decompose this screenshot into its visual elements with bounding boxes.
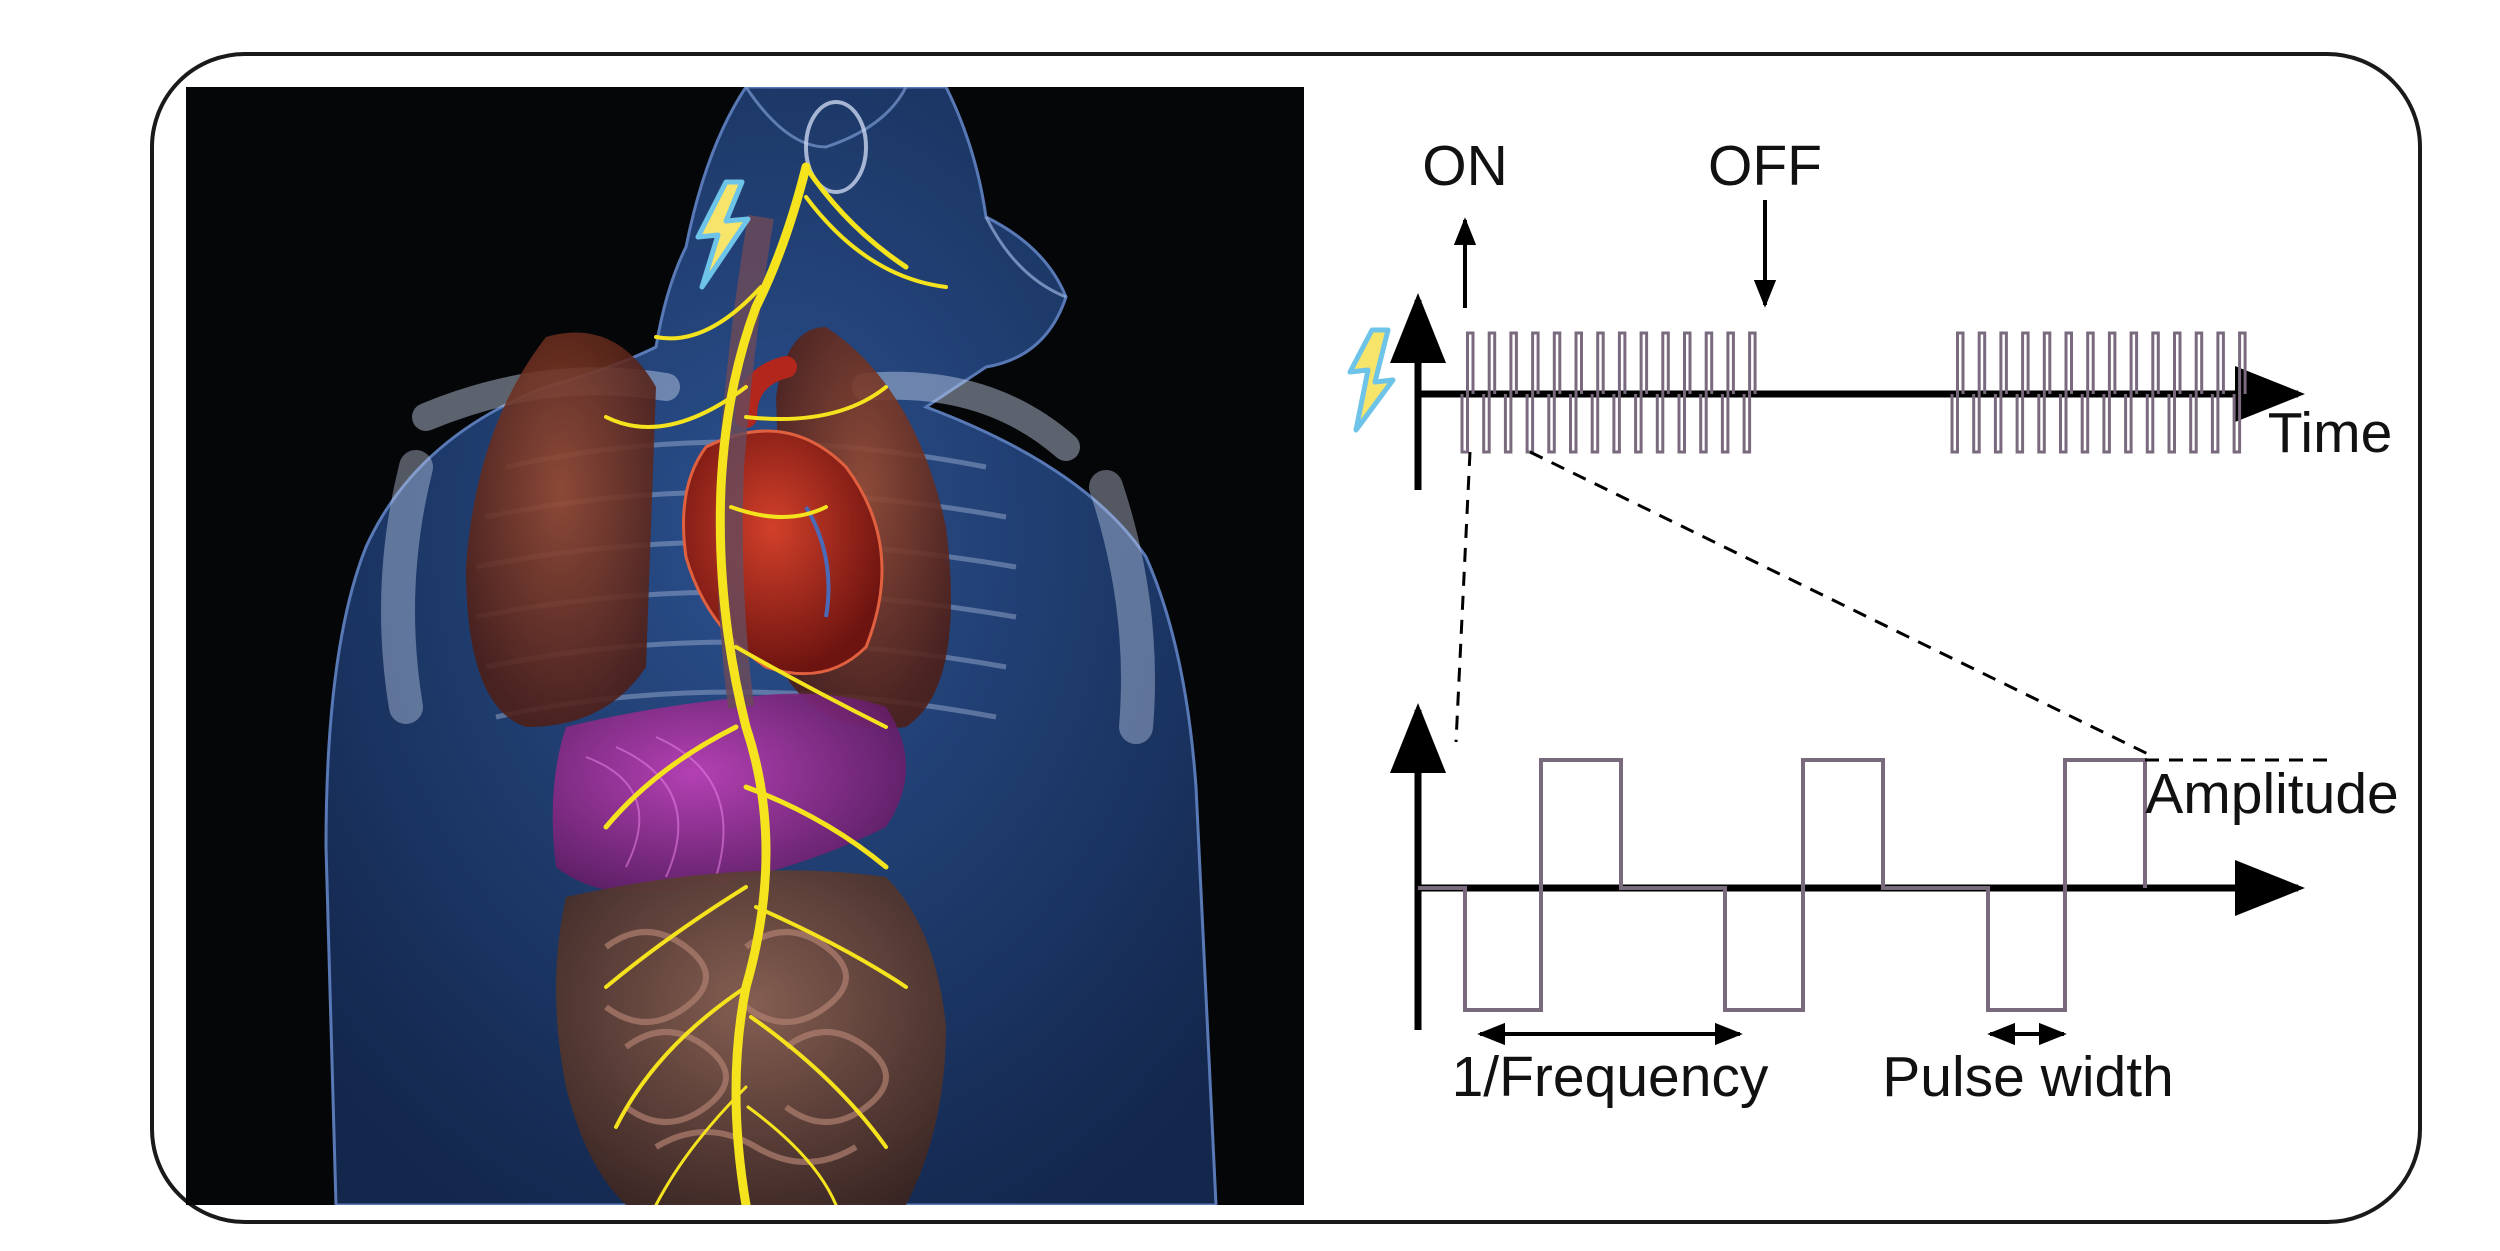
- lightning-icon: [1350, 330, 1393, 430]
- pulse-width-label: Pulse width: [1882, 1045, 2174, 1109]
- intestines: [556, 870, 946, 1205]
- amplitude-label: Amplitude: [2145, 762, 2398, 826]
- off-label: OFF: [1708, 134, 1822, 198]
- on-label: ON: [1422, 134, 1508, 198]
- vagus-nerve-illustration: [186, 87, 1304, 1205]
- zoom-line-right: [1530, 452, 2150, 755]
- stimulation-waveform-diagram: ON OFF Time Amplitude 1/Frequency Pulse …: [1320, 100, 2450, 1130]
- zoom-line-left: [1456, 452, 1470, 742]
- frequency-label: 1/Frequency: [1452, 1045, 1769, 1109]
- time-label: Time: [2268, 401, 2393, 465]
